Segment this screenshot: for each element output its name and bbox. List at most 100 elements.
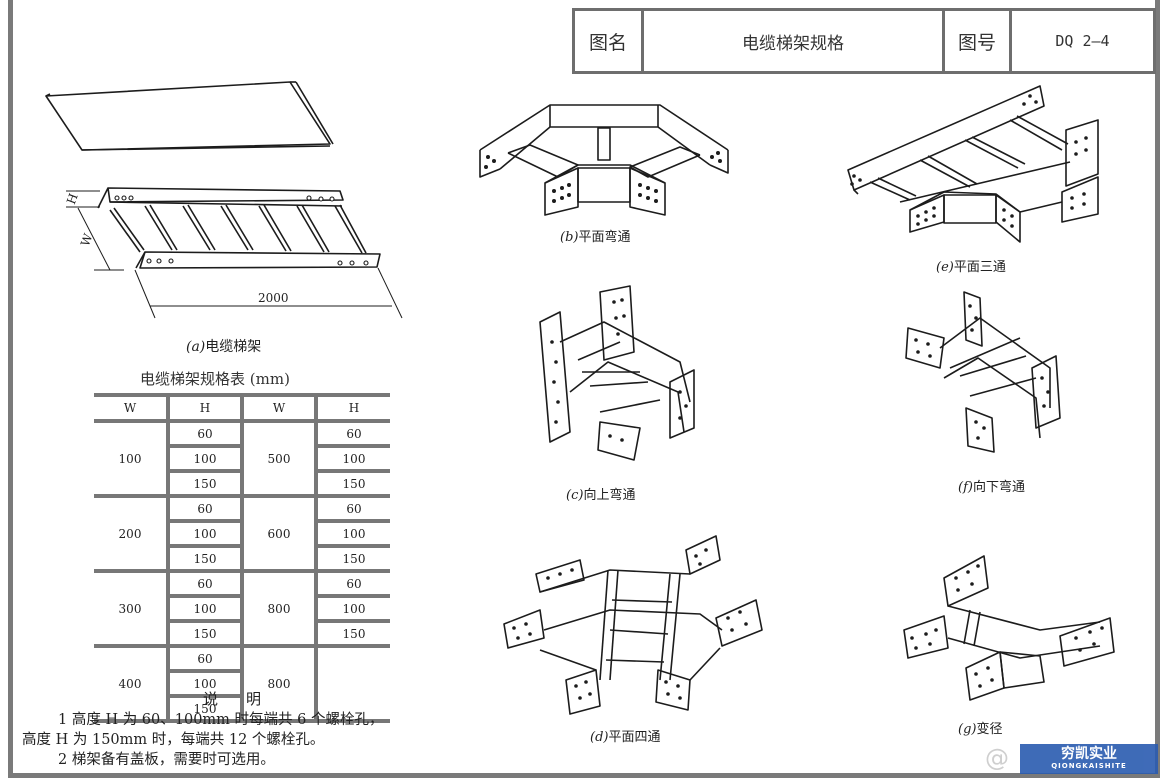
bolt-holes [910, 564, 1104, 688]
cell-h2: 100 [314, 521, 390, 548]
figure-c-label: 向上弯通 [583, 488, 636, 503]
dim-h-label: H [64, 192, 81, 207]
header-h1: H [166, 393, 242, 423]
spec-table: W H W H 100 60 500 60 100 100 150 150 20… [94, 393, 390, 723]
figure-f-caption: (f)向下弯通 [958, 476, 1025, 495]
bolt-holes [484, 151, 722, 203]
cell-w2: 600 [240, 496, 316, 573]
cell-w1: 400 [94, 646, 168, 723]
cell-h2: 150 [314, 621, 390, 648]
figure-g-letter: (g) [958, 722, 977, 737]
figure-a-cable-ladder: H W 2000 [45, 81, 403, 319]
figure-e-letter: (e) [936, 260, 954, 275]
cell-w1: 200 [94, 496, 168, 573]
cover-plate-drawing [45, 81, 334, 151]
figure-b-caption: (b)平面弯通 [560, 226, 630, 245]
figure-d-caption: (d)平面四通 [590, 726, 660, 745]
cell-h1: 100 [166, 596, 242, 623]
table-row: 150 150 [94, 621, 390, 648]
cell-h1: 150 [166, 696, 242, 723]
dim-w-label: W [78, 231, 96, 248]
cell-h1: 60 [166, 646, 242, 673]
figure-f-label: 向下弯通 [972, 480, 1025, 495]
cell-h1: 60 [166, 421, 242, 448]
cell-h2: 60 [314, 571, 390, 598]
watermark-logo: 穷凯实业 QIONGKAISHITE [1020, 744, 1158, 774]
drawing-number-value: DQ 2—4 [1055, 32, 1110, 50]
table-row: 100 100 [94, 596, 390, 623]
table-row: 200 60 600 60 [94, 496, 390, 573]
figure-b-horizontal-elbow [479, 104, 729, 216]
figure-g-label: 变径 [976, 722, 1003, 737]
cell-w2: 500 [240, 421, 316, 498]
cell-h1: 100 [166, 521, 242, 548]
figure-e-caption: (e)平面三通 [936, 256, 1006, 275]
dimension-lines [66, 190, 403, 319]
cell-h2: 150 [314, 546, 390, 573]
frame-left-border [8, 0, 13, 778]
bolt-holes [850, 94, 1088, 228]
frame-bottom-border [8, 773, 1160, 778]
dim-length-label: 2000 [258, 291, 289, 305]
drawing-name-label: 图名 [575, 11, 644, 71]
table-row: 150 150 [94, 471, 390, 498]
figure-d-horizontal-cross [503, 535, 763, 715]
table-row: 100 60 500 60 [94, 421, 390, 498]
cell-h2: 60 [314, 421, 390, 448]
cell-h2: 60 [314, 496, 390, 523]
cell-w2: 800 [240, 571, 316, 648]
header-w1: W [94, 393, 168, 423]
note-line-3: 2 梯架备有盖板，需要时可选用。 [58, 752, 275, 768]
cell-h2-empty [314, 646, 390, 723]
cell-w2: 800 [240, 646, 316, 723]
figure-g-caption: (g)变径 [958, 718, 1002, 737]
figure-f-vertical-down-elbow [905, 291, 1061, 453]
table-row: 150 150 [94, 546, 390, 573]
cell-w1: 300 [94, 571, 168, 648]
table-row: 100 [94, 671, 390, 698]
drawing-name-value: 电缆梯架规格 [644, 11, 945, 71]
drawing-number-label: 图号 [945, 11, 1012, 71]
cell-h2: 100 [314, 446, 390, 473]
cell-h1: 150 [166, 621, 242, 648]
header-w2: W [240, 393, 316, 423]
spec-table-header-row: W H W H [94, 393, 390, 423]
bolt-holes [550, 298, 688, 442]
figure-g-reducer [903, 555, 1115, 701]
spec-table-title: 电缆梯架规格表 (mm) [140, 370, 290, 388]
figure-a-caption: (a)电缆梯架 [186, 336, 261, 356]
table-row: 100 100 [94, 521, 390, 548]
table-row: 150 [94, 696, 390, 723]
notes-heading: 说明 [203, 690, 290, 708]
table-row: 100 100 [94, 446, 390, 473]
watermark-brand-en: QIONGKAISHITE [1051, 762, 1127, 770]
bolt-holes [914, 304, 1050, 440]
figure-d-label: 平面四通 [608, 730, 661, 745]
cell-h2: 150 [314, 471, 390, 498]
cell-h1: 60 [166, 496, 242, 523]
figure-d-letter: (d) [590, 730, 609, 745]
figure-b-letter: (b) [560, 230, 579, 245]
figure-a-label: 电缆梯架 [205, 339, 262, 355]
watermark-brand-cn: 穷凯实业 [1061, 746, 1117, 762]
cell-h1: 100 [166, 446, 242, 473]
figure-e-horizontal-tee [847, 85, 1099, 243]
table-row: 300 60 800 60 [94, 571, 390, 648]
cell-h1: 60 [166, 571, 242, 598]
figure-a-letter: (a) [186, 339, 206, 355]
note-line-1: 1 高度 H 为 60、100mm 时每端共 6 个螺栓孔， [58, 712, 384, 728]
title-block: 图名 电缆梯架规格 图号 DQ 2—4 [572, 8, 1156, 74]
bolt-holes [512, 548, 748, 700]
table-row: 400 60 800 [94, 646, 390, 723]
figure-e-label: 平面三通 [953, 260, 1006, 275]
figure-c-caption: (c)向上弯通 [566, 484, 635, 503]
frame-right-border [1155, 0, 1160, 778]
cell-h1: 100 [166, 671, 242, 698]
watermark-at-symbol: @ [985, 744, 1009, 772]
cell-h1: 150 [166, 471, 242, 498]
figure-c-vertical-up-elbow [539, 285, 695, 461]
cell-h1: 150 [166, 546, 242, 573]
cell-h2: 100 [314, 596, 390, 623]
figure-b-label: 平面弯通 [578, 230, 631, 245]
figure-f-letter: (f) [958, 480, 973, 495]
